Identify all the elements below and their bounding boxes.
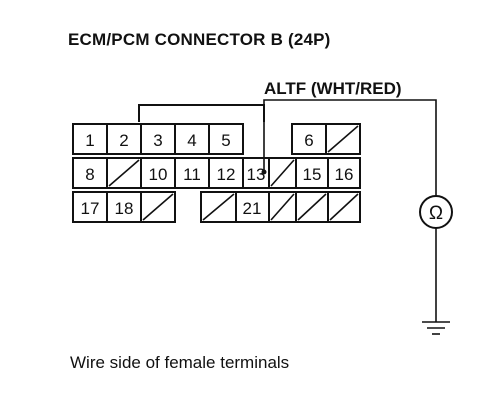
terminal-label-5: 5 [221, 131, 230, 150]
terminal-cell-19 [140, 191, 176, 223]
unused-cavity-marks [108, 125, 359, 221]
terminal-label-21: 21 [243, 199, 262, 218]
terminal-label-4: 4 [187, 131, 196, 150]
diagram-title: ECM/PCM CONNECTOR B (24P) [68, 30, 331, 49]
diagram-caption: Wire side of female terminals [70, 353, 290, 372]
terminal-label-10: 10 [149, 165, 168, 184]
wire-label: ALTF (WHT/RED) [264, 79, 402, 98]
terminal-cell-24 [327, 191, 361, 223]
terminal-label-15: 15 [303, 165, 322, 184]
terminal-label-11: 11 [183, 165, 201, 184]
probe-contact-dot [261, 169, 267, 175]
terminal-label-2: 2 [119, 131, 128, 150]
terminal-label-16: 16 [335, 165, 354, 184]
cavity-diagonal [108, 159, 140, 187]
ohm-symbol: Ω [429, 203, 443, 224]
terminal-label-3: 3 [153, 131, 162, 150]
connector-latch [138, 104, 265, 122]
cavity-diagonal [270, 159, 295, 187]
terminal-label-6: 6 [304, 131, 313, 150]
terminal-cell-7 [325, 123, 361, 155]
cavity-diagonal [142, 193, 174, 221]
cavity-diagonal [329, 193, 359, 221]
probe-wire [263, 99, 437, 196]
cavity-diagonal [297, 193, 327, 221]
terminal-label-13: 13 [247, 165, 266, 184]
terminal-label-17: 17 [81, 199, 100, 218]
terminal-label-1: 1 [85, 131, 94, 150]
terminal-label-8: 8 [85, 165, 94, 184]
terminal-cell-5 [208, 123, 244, 155]
cavity-diagonal [327, 125, 359, 153]
cavity-diagonal [270, 193, 295, 221]
cavity-diagonal [202, 193, 235, 221]
terminal-label-18: 18 [115, 199, 134, 218]
terminal-label-12: 12 [217, 165, 236, 184]
ground-icon [422, 321, 450, 335]
terminal-cell-16 [327, 157, 361, 189]
